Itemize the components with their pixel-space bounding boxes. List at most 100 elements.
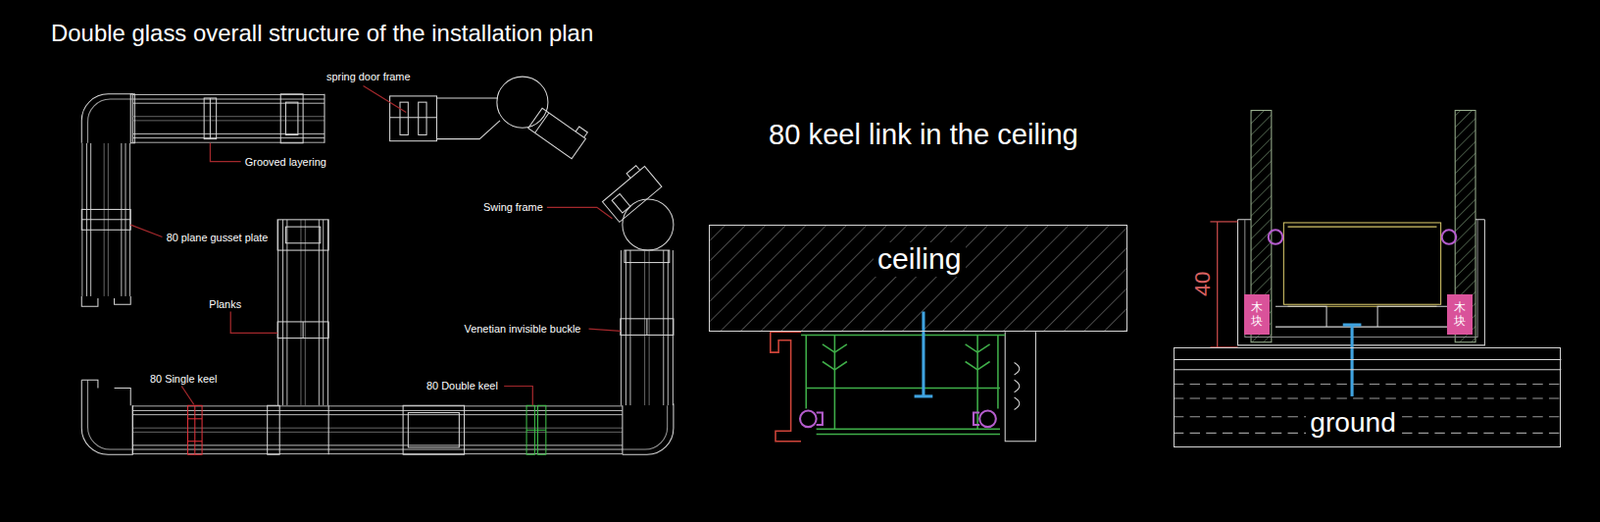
floor-detail-part (1283, 222, 1441, 304)
floor-plan-part (285, 226, 320, 244)
subtitle: 80 keel link in the ceiling (768, 118, 1079, 152)
floor-plan-part (81, 218, 131, 220)
floor-plan-part (622, 402, 674, 454)
floor-plan-part (280, 94, 303, 144)
double-keel (526, 404, 547, 454)
floor-plan-part (323, 94, 325, 144)
leader-lines (130, 86, 621, 406)
ceiling-detail-part (1014, 362, 1020, 410)
part-label: spring door frame (326, 70, 410, 84)
ceiling-detail-part (800, 334, 1005, 434)
ceiling-detail (708, 224, 1128, 442)
floor-slab: ground (1173, 347, 1562, 448)
ceiling-detail-part-part (816, 427, 1000, 430)
floor-detail-part (1245, 219, 1478, 338)
vertical-text: 木块 (1453, 300, 1466, 327)
floor-plan-part (278, 219, 329, 405)
floor-plan-part (277, 219, 329, 250)
single-keel (188, 404, 203, 454)
floor-plan-part (203, 98, 216, 140)
floor-plan-part (132, 94, 325, 143)
part-label: Planks (208, 298, 242, 311)
floor-plan-part (598, 161, 661, 223)
part-label: Grooved layering (245, 155, 327, 169)
floor-detail-part-part (1173, 358, 1562, 360)
ceiling-detail-part-part (979, 409, 997, 427)
floor-plan-part (87, 99, 133, 144)
floor-plan-part (277, 321, 329, 339)
title: Double glass overall structure of the in… (50, 19, 594, 48)
floor-plan-part (81, 379, 131, 405)
ceiling-detail-part (1004, 331, 1036, 441)
floor-plan-part (436, 98, 500, 140)
slab-label: ground (1305, 406, 1400, 439)
floor-detail-part-part (1173, 383, 1562, 385)
floor-detail-part-part (1209, 220, 1238, 222)
ceiling-detail-part-part (804, 334, 807, 408)
floor-plan-part-part (528, 107, 587, 159)
floor-plan-part (497, 76, 549, 128)
ceiling-detail-part (800, 409, 997, 427)
floor-detail (1173, 109, 1562, 433)
floor-plan (81, 76, 674, 454)
part-label: Swing frame (483, 200, 544, 214)
ceiling-detail-part (914, 311, 934, 397)
leader-lines-part (230, 311, 278, 334)
floor-detail-part (1173, 358, 1562, 369)
slab-label: ceiling (873, 242, 966, 277)
floor-detail-part-part (1173, 368, 1562, 370)
ceiling-detail-part-part (800, 409, 817, 427)
ceiling-detail-part-part (822, 344, 991, 370)
leader-lines-part (547, 206, 613, 218)
ceiling-detail-part-part (921, 311, 925, 397)
floor-plan-part (646, 318, 648, 336)
floor-plan-part (302, 321, 304, 339)
part-label: 80 Single keel (150, 372, 218, 386)
floor-plan-part (267, 404, 280, 454)
floor-plan-part (620, 318, 674, 336)
floor-detail-part (1343, 324, 1362, 397)
ceiling-detail-part-part (997, 334, 1000, 408)
single-keel-part (188, 417, 203, 419)
floor-plan-part (402, 404, 464, 454)
floor-detail-part-part (1442, 229, 1457, 245)
floor-plan-part-part (535, 112, 550, 133)
floor-plan-part (620, 250, 673, 405)
floor-detail-part (1275, 305, 1450, 327)
floor-plan-part-part (601, 166, 661, 223)
floor-detail-part (1268, 229, 1457, 245)
floor-plan-part-part (611, 194, 631, 213)
floor-plan-part (82, 143, 131, 297)
floor-plan-part (81, 94, 133, 144)
floor-detail-part-part (1216, 221, 1218, 348)
floor-plan-part (132, 404, 134, 454)
leader-lines-part (589, 328, 621, 331)
floor-detail-part-part (1173, 397, 1562, 399)
floor-detail-part-part (1268, 229, 1284, 245)
floor-plan-part-part (626, 165, 641, 179)
single-keel-part (188, 440, 203, 442)
dimension: 40 (1189, 271, 1215, 297)
leader-lines-part (503, 386, 533, 406)
wood-block: 木块 (1244, 294, 1270, 336)
floor-plan-part (400, 101, 408, 135)
floor-plan-part (328, 404, 330, 454)
ceiling-detail-part-part (914, 394, 934, 398)
floor-plan-part-part (575, 126, 588, 138)
floor-plan-part (209, 98, 211, 140)
leader-lines-part (130, 224, 162, 237)
ceiling-detail-part-part (973, 412, 980, 425)
floor-plan-part (130, 94, 135, 144)
ceiling-detail-part (770, 331, 801, 441)
ceiling-slab: ceiling (708, 224, 1128, 332)
floor-plan-part (390, 116, 438, 118)
ceiling-detail-part-part (816, 433, 1000, 436)
ceiling-detail-part (708, 224, 1128, 332)
leader-lines-part (209, 143, 241, 162)
vertical-text: 木块 (1250, 300, 1263, 327)
ceiling-detail-part-part (834, 334, 837, 429)
floor-plan-part (528, 102, 590, 159)
single-keel-part (188, 404, 203, 454)
part-label: 80 plane gusset plate (166, 231, 269, 245)
single-keel-part (194, 404, 196, 454)
